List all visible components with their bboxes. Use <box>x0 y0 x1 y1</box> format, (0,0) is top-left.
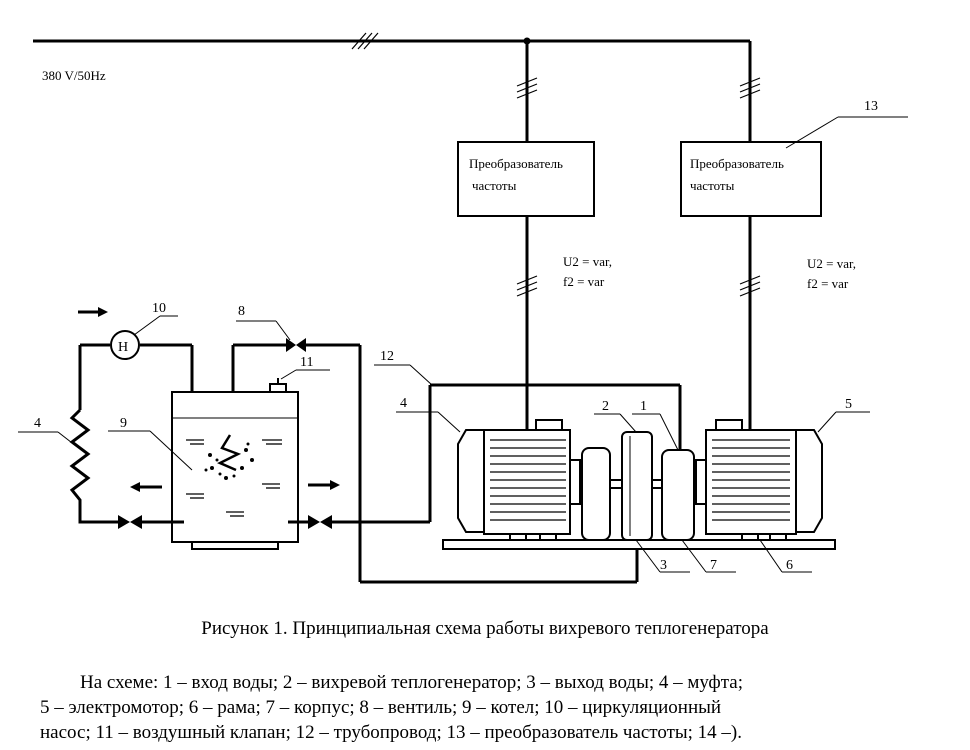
callout-13: 13 <box>864 99 878 114</box>
figure-caption: Рисунок 1. Принципиальная схема работы в… <box>201 618 769 639</box>
piping <box>69 343 682 584</box>
callout-2: 2 <box>602 399 609 414</box>
callout-5: 5 <box>845 397 852 412</box>
legend-line-1: На схеме: 1 – вход воды; 2 – вихревой те… <box>80 672 743 693</box>
frequency-converter-2: Преобразователь частоты <box>680 141 822 217</box>
var2-voltage: U2 = var, <box>807 256 856 271</box>
right-callout-lines <box>594 411 870 573</box>
callout-12: 12 <box>380 349 394 364</box>
flow-arrows <box>78 307 340 492</box>
coupling-left <box>581 447 623 541</box>
converter-2-line1: Преобразователь <box>690 156 784 171</box>
supply-voltage-label: 380 V/50Hz <box>42 68 106 83</box>
callout-6: 6 <box>786 558 793 573</box>
circulation-pump: Н <box>110 330 140 360</box>
callout-9: 9 <box>120 416 127 431</box>
figure-legend: На схеме: 1 – вход воды; 2 – вихревой те… <box>40 670 910 745</box>
vortex-heat-generator <box>621 431 653 541</box>
bubbles <box>204 442 254 480</box>
callout-1: 1 <box>640 399 647 414</box>
callout-3: 3 <box>660 558 667 573</box>
water-level-marks <box>186 439 282 517</box>
electric-motor-right <box>695 419 823 541</box>
valves <box>118 338 332 529</box>
converter-1-line1: Преобразователь <box>469 156 563 171</box>
air-valve <box>269 378 287 393</box>
callout-4-left: 4 <box>34 416 41 431</box>
schematic-diagram: 380 V/50Hz Преобразователь частоты Преоб… <box>18 32 908 584</box>
junction-dot <box>523 37 531 45</box>
callout-10: 10 <box>152 301 166 316</box>
callout-4-motor: 4 <box>400 396 407 411</box>
pump-symbol: Н <box>118 340 128 355</box>
legend-line-2: 5 – электромотор; 6 – рама; 7 – корпус; … <box>40 697 722 718</box>
electric-motor-left <box>457 419 581 541</box>
converter-2-line2: частоты <box>690 178 735 193</box>
var1-voltage: U2 = var, <box>563 254 612 269</box>
var1-frequency: f2 = var <box>563 274 605 289</box>
frequency-converter-1: Преобразователь частоты <box>457 141 595 217</box>
left-callout-lines <box>18 315 461 471</box>
var2-frequency: f2 = var <box>807 276 849 291</box>
callout-11: 11 <box>300 355 313 370</box>
boiler <box>171 391 299 550</box>
converter-1-line2: частоты <box>472 178 517 193</box>
phase-hatch-marks <box>351 32 761 297</box>
callout-8: 8 <box>238 304 245 319</box>
power-wiring <box>33 39 752 430</box>
legend-line-3: насос; 11 – воздушный клапан; 12 – трубо… <box>40 722 743 743</box>
callout-7: 7 <box>710 558 717 573</box>
